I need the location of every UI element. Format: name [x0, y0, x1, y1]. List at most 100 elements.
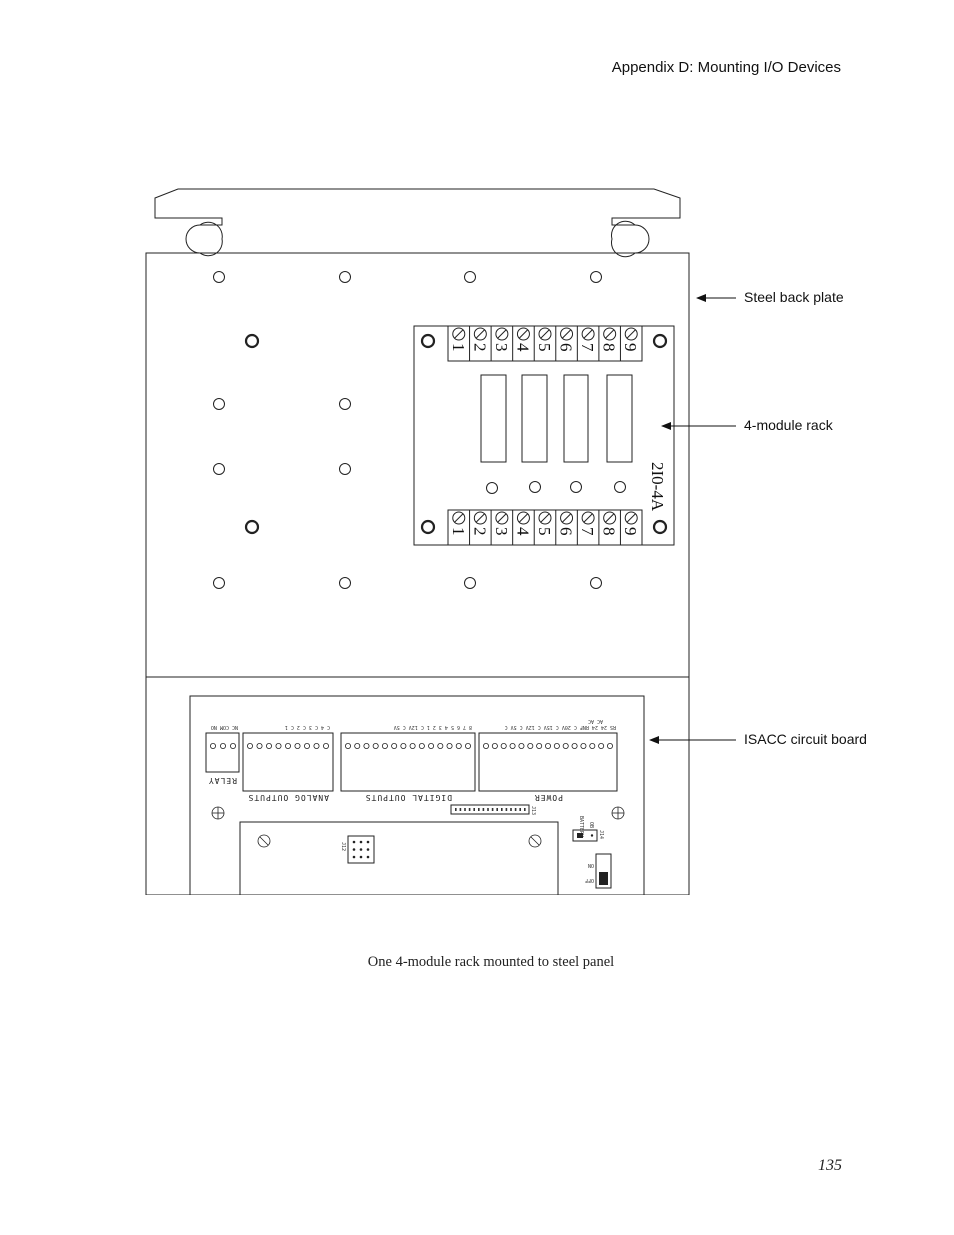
terminal-screw	[495, 327, 509, 341]
strip-pin	[510, 808, 512, 811]
strip-pin	[455, 808, 457, 811]
strip-pin	[464, 808, 466, 811]
power-ac-label: AC AC	[588, 718, 603, 724]
strip-pin	[482, 808, 485, 811]
terminal-number: 3	[492, 527, 511, 536]
board-pin	[491, 743, 498, 750]
board-pin	[391, 743, 398, 750]
board-pin	[598, 743, 605, 750]
terminal-number: 8	[600, 343, 619, 352]
board-pin	[464, 743, 471, 750]
isacc-circuit-board: NC COM NO RELAY C 4 C 3 C 2 C 1 ANALOG O…	[189, 695, 645, 895]
ob-label: OB	[588, 822, 594, 828]
board-pin	[553, 743, 560, 750]
board-pin	[418, 743, 425, 750]
connector-label: J12	[340, 842, 346, 851]
board-pin	[518, 743, 525, 750]
board-pin	[265, 743, 272, 750]
switch-off-label: OFF	[585, 877, 594, 883]
strip-pin	[514, 808, 517, 811]
callout-steel-back-plate: Steel back plate	[744, 289, 844, 305]
terminal-screw	[516, 327, 530, 341]
board-pin	[500, 743, 507, 750]
board-pin	[607, 743, 614, 750]
board-pin	[294, 743, 301, 750]
page-number: 135	[818, 1157, 842, 1174]
digital-pins-label: 8 7 6 5 4 3 2 1 C 12V C 5V	[394, 724, 472, 730]
terminal-number: 6	[557, 343, 576, 352]
board-pin	[303, 743, 310, 750]
board-pin	[256, 743, 263, 750]
board-pin	[589, 743, 596, 750]
terminal-number: 8	[600, 527, 619, 536]
board-pin	[313, 743, 320, 750]
board-pin	[344, 743, 351, 750]
board-pin	[482, 743, 489, 750]
strip-pin	[505, 808, 508, 811]
connector-pin	[352, 855, 356, 859]
terminal-screw	[581, 511, 595, 525]
board-pin	[455, 743, 462, 750]
board-pin	[446, 743, 453, 750]
terminal-screw	[538, 511, 552, 525]
terminal-screw	[538, 327, 552, 341]
board-pin	[275, 743, 282, 750]
terminal-screw	[624, 327, 638, 341]
strip-pin	[487, 808, 489, 811]
board-pin	[246, 743, 253, 750]
terminal-number: 7	[578, 527, 597, 536]
board-pin	[409, 743, 416, 750]
battery-label: BATTERY	[578, 816, 584, 837]
callout-isacc-board: ISACC circuit board	[744, 731, 867, 747]
connector-pin	[352, 848, 356, 851]
analog-outputs-label: ANALOG OUTPUTS	[248, 793, 329, 802]
terminal-screw	[473, 511, 487, 525]
strip-pin	[468, 808, 471, 811]
connector-pin	[366, 840, 370, 844]
terminal-screw	[581, 327, 595, 341]
board-pin	[545, 743, 552, 750]
figure-caption: One 4-module rack mounted to steel panel	[367, 954, 615, 970]
terminal-number: 4	[513, 527, 532, 536]
running-header: Appendix D: Mounting I/O Devices	[611, 59, 841, 76]
power-pins-label: RS 24 24 RNF C 20V C 15V C 12V C 5V C	[505, 724, 616, 730]
terminal-screw	[560, 327, 574, 341]
terminal-screw	[495, 511, 509, 525]
connector-pin	[359, 855, 363, 859]
board-pin	[322, 743, 329, 750]
rack-model-label: 2I0-4A	[648, 462, 667, 512]
relay-label: RELAY	[208, 776, 237, 785]
strip-pin	[519, 808, 521, 811]
connector-pin	[359, 848, 363, 851]
terminal-number: 5	[535, 343, 554, 352]
board-pin	[219, 743, 226, 750]
board-pin	[381, 743, 388, 750]
strip-pin	[459, 808, 462, 811]
terminal-number: 6	[557, 527, 576, 536]
terminal-number: 5	[535, 527, 554, 536]
callout-four-module-rack: 4-module rack	[744, 417, 834, 433]
board-pin	[509, 743, 516, 750]
terminal-number: 9	[621, 343, 640, 352]
terminal-screw	[452, 511, 466, 525]
board-pin	[284, 743, 291, 750]
board-pin	[428, 743, 435, 750]
board-pin	[536, 743, 543, 750]
board-pin	[363, 743, 370, 750]
terminal-screw	[603, 327, 617, 341]
strip-pin	[478, 808, 480, 811]
strip-pin	[473, 808, 475, 811]
board-pin	[229, 743, 236, 750]
terminal-number: 1	[449, 527, 468, 536]
power-label: POWER	[534, 793, 563, 802]
terminal-screw	[560, 511, 574, 525]
digital-outputs-label: DIGITAL OUTPUTS	[365, 793, 452, 802]
terminal-number: 3	[492, 343, 511, 352]
relay-pins-label: NC COM NO	[211, 724, 238, 730]
terminal-number: 2	[470, 343, 489, 352]
terminal-number: 9	[621, 527, 640, 536]
board-pin	[571, 743, 578, 750]
jumper-label: J14	[598, 830, 604, 839]
